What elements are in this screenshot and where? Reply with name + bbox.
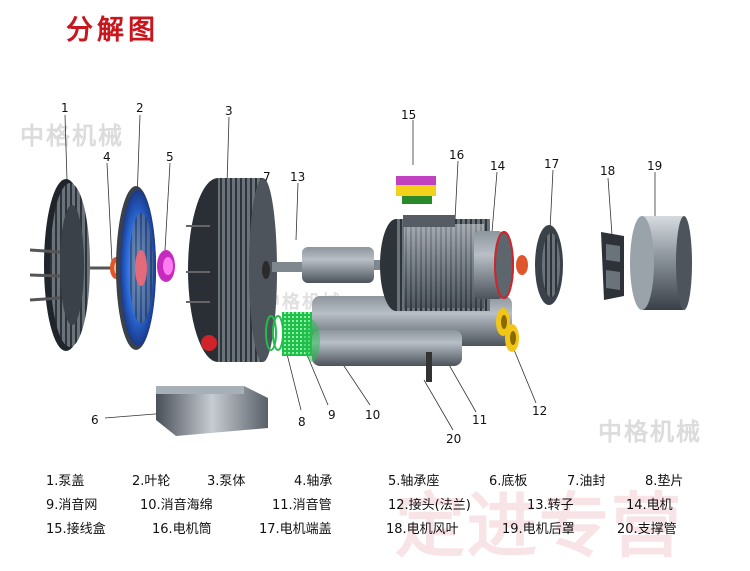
callout-11: 11 bbox=[472, 413, 488, 427]
legend-row: 15.接线盒 16.电机筒 17.电机端盖 18.电机风叶 19.电机后罩 20… bbox=[0, 518, 750, 540]
legend-item: 10.消音海绵 bbox=[140, 498, 213, 513]
legend-item: 4.轴承 bbox=[294, 474, 333, 489]
callout-13: 13 bbox=[290, 170, 306, 184]
legend-item: 12.接头(法兰) bbox=[388, 498, 471, 513]
junction-box-part bbox=[396, 176, 436, 204]
legend-item: 2.叶轮 bbox=[132, 474, 171, 489]
callout-14: 14 bbox=[490, 159, 506, 173]
legend-item: 7.油封 bbox=[567, 474, 606, 489]
legend-item: 5.轴承座 bbox=[388, 474, 440, 489]
callout-17: 17 bbox=[544, 157, 560, 171]
motor-part bbox=[380, 215, 514, 311]
motor-end-cover-part bbox=[516, 225, 563, 305]
callout-4: 4 bbox=[103, 150, 111, 164]
support-pipe-part bbox=[426, 352, 432, 382]
legend-item: 14.电机 bbox=[626, 498, 673, 513]
legend-row: 9.消音网 10.消音海绵 11.消音管 12.接头(法兰) 13.转子 14.… bbox=[0, 494, 750, 516]
exploded-view bbox=[29, 114, 692, 436]
callout-lines bbox=[64, 114, 656, 431]
callout-8: 8 bbox=[298, 415, 306, 429]
callout-2: 2 bbox=[136, 101, 144, 115]
legend-item: 18.电机风叶 bbox=[386, 522, 459, 537]
callout-6: 6 bbox=[91, 413, 99, 427]
legend-item: 13.转子 bbox=[527, 498, 574, 513]
callout-16: 16 bbox=[449, 148, 465, 162]
watermark: 中格机械 bbox=[20, 122, 124, 150]
callout-9: 9 bbox=[328, 408, 336, 422]
legend-item: 1.泵盖 bbox=[46, 474, 85, 489]
callout-7: 7 bbox=[263, 170, 271, 184]
motor-fan-part bbox=[601, 232, 624, 300]
impeller-part bbox=[116, 186, 156, 350]
callout-1: 1 bbox=[61, 101, 69, 115]
callout-12: 12 bbox=[532, 404, 548, 418]
diagram-title: 分解图 bbox=[66, 15, 159, 46]
legend-item: 19.电机后罩 bbox=[502, 522, 575, 537]
legend-item: 3.泵体 bbox=[207, 474, 246, 489]
callout-19: 19 bbox=[647, 159, 663, 173]
legend-item: 8.垫片 bbox=[645, 474, 684, 489]
bearing-seat-part bbox=[157, 250, 175, 282]
oil-seal-part bbox=[262, 261, 270, 279]
callout-3: 3 bbox=[225, 104, 233, 118]
flange-part bbox=[496, 308, 519, 352]
watermark: 中格机械 bbox=[598, 418, 702, 446]
base-plate-part bbox=[156, 386, 268, 436]
legend-row: 1.泵盖 2.叶轮 3.泵体 4.轴承 5.轴承座 6.底板 7.油封 8.垫片 bbox=[0, 470, 750, 492]
legend-item: 9.消音网 bbox=[46, 498, 98, 513]
legend-item: 6.底板 bbox=[489, 474, 528, 489]
callout-10: 10 bbox=[365, 408, 381, 422]
legend-item: 17.电机端盖 bbox=[259, 522, 332, 537]
legend-item: 20.支撑管 bbox=[617, 522, 677, 537]
pump-cover-part bbox=[29, 179, 90, 351]
callout-15: 15 bbox=[401, 108, 417, 122]
silencer-assembly bbox=[282, 296, 512, 366]
legend-item: 16.电机筒 bbox=[152, 522, 212, 537]
legend-item: 11.消音管 bbox=[272, 498, 332, 513]
motor-rear-cover-part bbox=[630, 216, 692, 310]
callout-20: 20 bbox=[446, 432, 462, 446]
parts-legend: 1.泵盖 2.叶轮 3.泵体 4.轴承 5.轴承座 6.底板 7.油封 8.垫片… bbox=[0, 462, 750, 550]
callout-5: 5 bbox=[166, 150, 174, 164]
callout-18: 18 bbox=[600, 164, 616, 178]
legend-item: 15.接线盒 bbox=[46, 522, 106, 537]
